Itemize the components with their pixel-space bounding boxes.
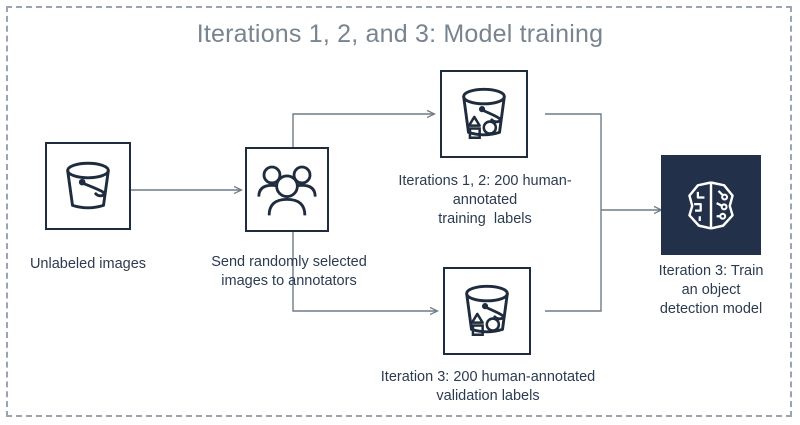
labeled-bucket-icon	[465, 284, 509, 336]
caption-training-labels: Iterations 1, 2: 200 human- annotated tr…	[378, 172, 592, 229]
caption-training-line1: Iterations 1, 2: 200 human-	[398, 173, 572, 189]
caption-model-line3: detection model	[659, 301, 763, 317]
diagram-frame	[6, 6, 792, 417]
caption-training-line3: training labels	[438, 211, 532, 227]
caption-unlabeled-images: Unlabeled images	[29, 256, 147, 272]
caption-model-line2: an object	[681, 282, 741, 298]
bucket-icon	[66, 161, 110, 210]
caption-annotators-line2: images to annotators	[221, 273, 357, 289]
node-unlabeled-images[interactable]	[45, 142, 131, 230]
diagram-title: Iterations 1, 2, and 3: Model training	[196, 20, 604, 48]
caption-annotators: Send randomly selected images to annotat…	[196, 253, 382, 291]
caption-validation-labels: Iteration 3: 200 human-annotated validat…	[347, 368, 629, 406]
node-annotators[interactable]	[245, 147, 329, 232]
caption-training-line2: annotated	[452, 192, 518, 208]
caption-model-line1: Iteration 3: Train	[658, 263, 764, 279]
people-group-icon	[257, 165, 317, 215]
caption-validation-line1: Iteration 3: 200 human-annotated	[380, 369, 596, 385]
node-model-training[interactable]	[661, 155, 761, 255]
caption-annotators-line1: Send randomly selected	[211, 254, 367, 270]
caption-model-training: Iteration 3: Train an object detection m…	[626, 262, 796, 319]
ai-brain-icon	[688, 181, 734, 230]
node-training-labels[interactable]	[440, 70, 528, 158]
labeled-bucket-icon	[462, 87, 506, 139]
node-validation-labels[interactable]	[443, 267, 531, 355]
caption-validation-line2: validation labels	[436, 388, 540, 404]
